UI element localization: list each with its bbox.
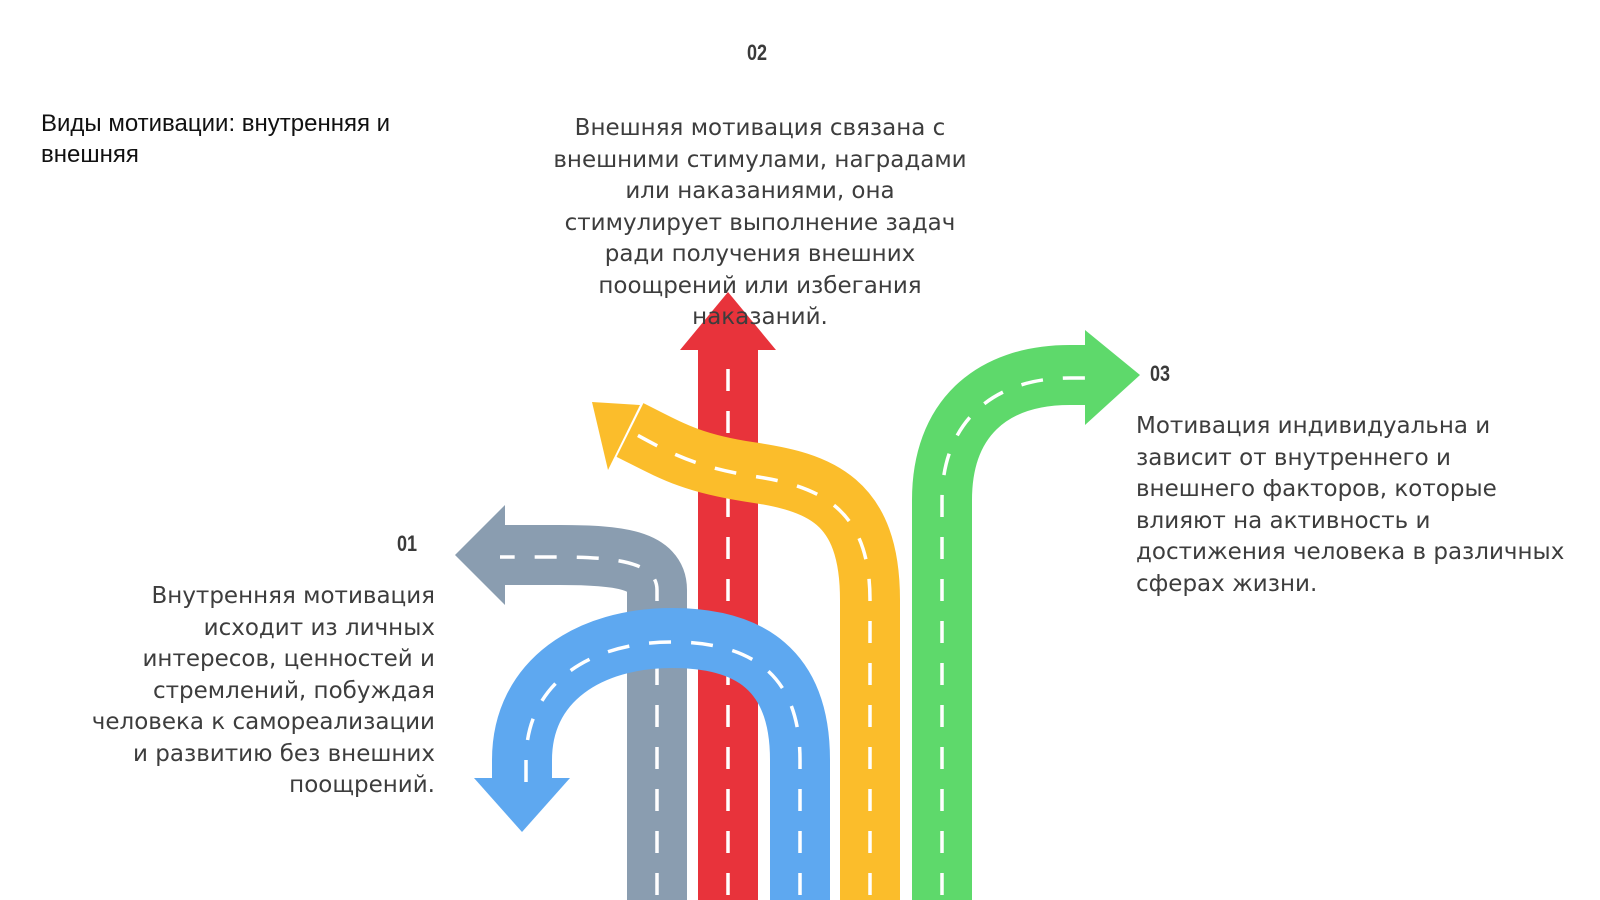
yellow-road-arrow <box>592 402 900 900</box>
green-road-arrow <box>912 330 1140 900</box>
item-02-text: Внешняя мотивация связана с внешними сти… <box>553 115 967 330</box>
item-03-text: Мотивация индивидуальна и зависит от вну… <box>1136 413 1565 597</box>
item-02-number: 02 <box>747 40 768 65</box>
item-01-number: 01 <box>397 531 418 556</box>
gray-road-arrow <box>455 505 687 900</box>
red-road-arrow <box>680 292 776 900</box>
item-03-number: 03 <box>1150 361 1171 386</box>
slide-title: Виды мотивации: внутренняя и внешняя <box>41 110 391 168</box>
item-01-text: Внутренняя мотивация исходит из личных и… <box>91 583 435 798</box>
blue-road-arrow <box>474 607 830 900</box>
